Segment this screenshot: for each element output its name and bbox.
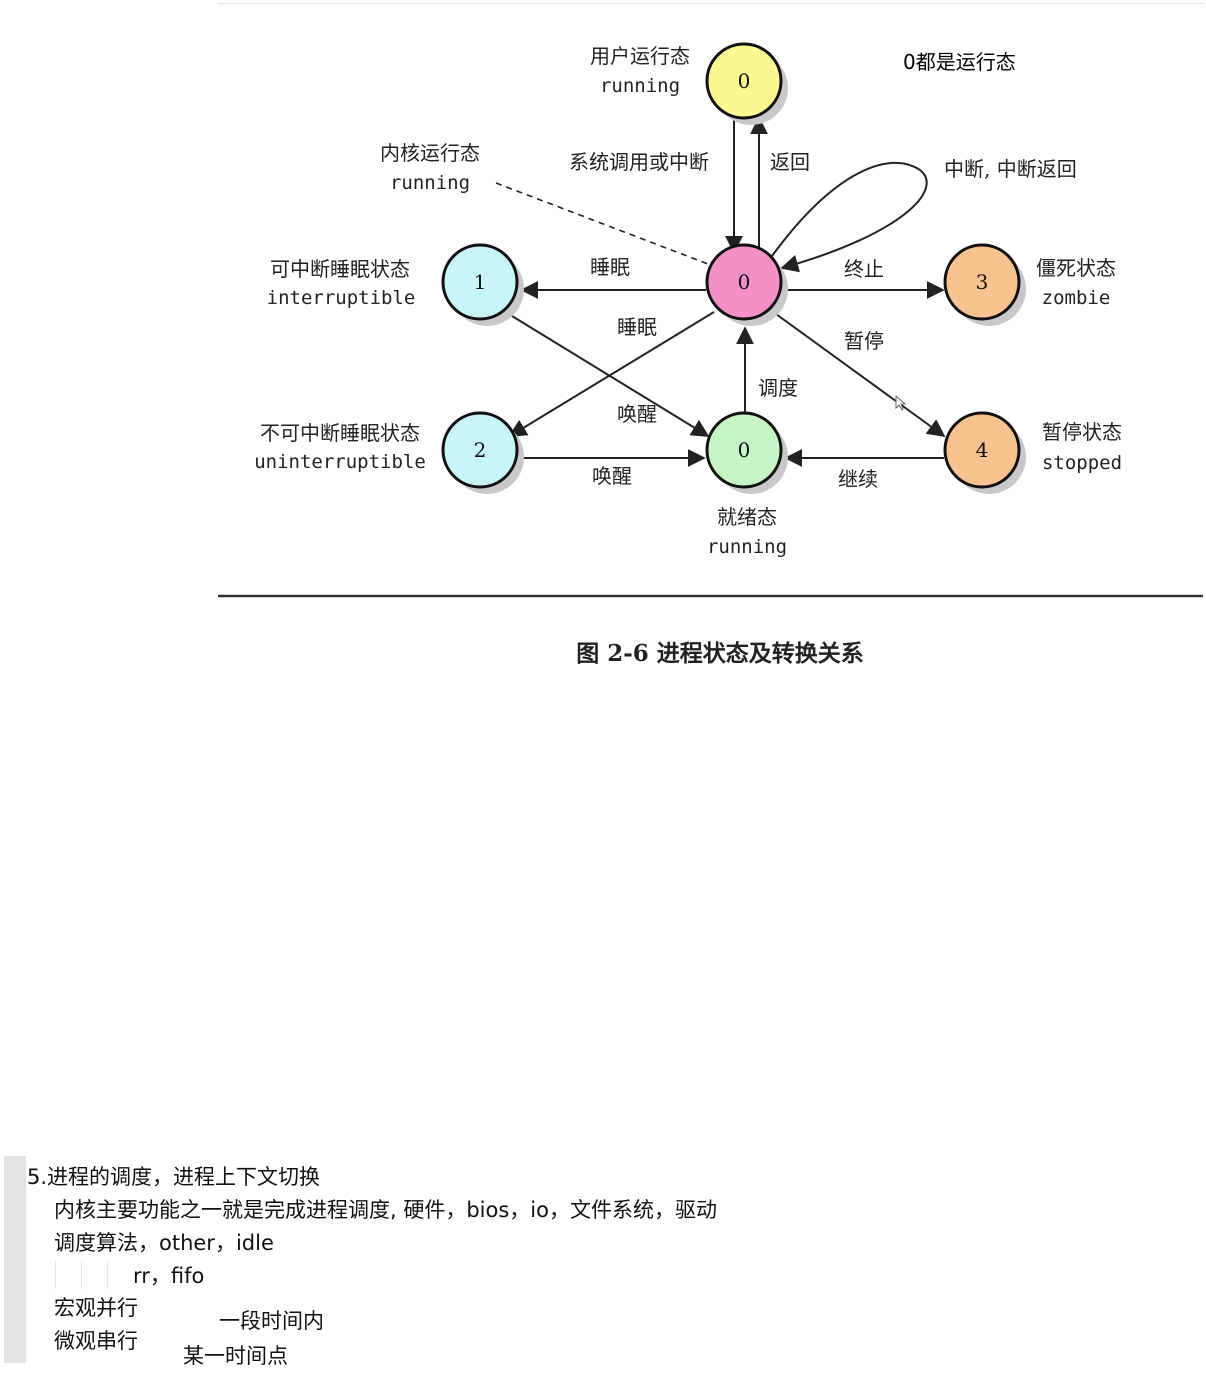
- node-interruptible: [441, 243, 519, 321]
- edge-label-continue: 继续: [838, 467, 878, 491]
- edge-label-terminate: 终止: [844, 257, 884, 281]
- label-stopped-cn: 暂停状态: [1042, 420, 1122, 444]
- indent-guide: [107, 1261, 130, 1289]
- label-user-cn: 用户运行态: [590, 44, 690, 68]
- edge-sleep-uninterruptible: [508, 311, 715, 437]
- notes-line-2: 调度算法，other，idle: [54, 1231, 274, 1255]
- node-user-value: 0: [738, 69, 751, 93]
- kernel-label-pointer: [495, 182, 709, 265]
- edge-label-sleep-1: 睡眠: [590, 255, 630, 279]
- edge-interrupt-loop: [771, 162, 928, 273]
- cursor-mark: [895, 394, 907, 411]
- edge-label-schedule: 调度: [758, 376, 798, 400]
- notes-line-1: 内核主要功能之一就是完成进程调度, 硬件，bios，io，文件系统，驱动: [54, 1198, 717, 1222]
- notes-line-3: rr，fifo: [133, 1264, 205, 1288]
- node-interruptible-value: 1: [474, 270, 487, 294]
- node-uninterruptible-value: 2: [474, 438, 487, 462]
- node-zombie: [943, 243, 1021, 321]
- edge-label-sleep-2: 睡眠: [617, 315, 657, 339]
- notes-gutter: [4, 1156, 26, 1363]
- process-state-diagram: 0 0 1 2 0 3 4 用户运行态 running 内核运行态 runnin…: [218, 42, 1203, 667]
- notes-section: [0, 1156, 1206, 1374]
- notes-aside-2: 某一时间点: [183, 1344, 288, 1368]
- node-kernel-running: [705, 243, 783, 321]
- node-stopped: [943, 411, 1021, 489]
- edge-label-syscall: 系统调用或中断: [569, 150, 709, 174]
- label-kernel-en: running: [390, 172, 470, 194]
- indent-guide: [81, 1261, 104, 1289]
- node-stopped-value: 4: [976, 438, 989, 462]
- label-kernel-cn: 内核运行态: [380, 141, 480, 165]
- label-stopped-en: stopped: [1042, 452, 1122, 474]
- label-interruptible-cn: 可中断睡眠状态: [270, 257, 410, 281]
- figure-caption: 图 2-6 进程状态及转换关系: [576, 640, 864, 667]
- node-uninterruptible: [441, 411, 519, 489]
- label-ready-cn: 就绪态: [717, 505, 777, 529]
- label-ready-en: running: [707, 536, 787, 558]
- node-ready-value: 0: [738, 438, 751, 462]
- edge-pause: [775, 313, 946, 438]
- notes-heading: 5.进程的调度，进程上下文切换: [27, 1165, 321, 1189]
- label-uninterruptible-cn: 不可中断睡眠状态: [260, 421, 420, 445]
- notes-line-5: 微观串行: [54, 1329, 138, 1353]
- indent-guide: [55, 1261, 78, 1289]
- edge-wake-interruptible: [511, 315, 710, 437]
- node-user-running: [705, 42, 783, 120]
- node-zombie-value: 3: [976, 270, 989, 294]
- top-divider: [218, 3, 1204, 4]
- label-zombie-en: zombie: [1042, 287, 1111, 309]
- label-uninterruptible-en: uninterruptible: [254, 451, 426, 473]
- node-ready: [705, 411, 783, 489]
- edge-label-interrupt-loop: 中断, 中断返回: [944, 157, 1077, 181]
- notes-aside-1: 一段时间内: [219, 1309, 324, 1333]
- edge-label-wake-1: 唤醒: [617, 402, 657, 426]
- notes-line-4: 宏观并行: [54, 1296, 138, 1320]
- label-zombie-cn: 僵死状态: [1036, 256, 1116, 280]
- edge-label-pause: 暂停: [844, 329, 884, 353]
- edge-label-wake-2: 唤醒: [592, 464, 632, 488]
- annotation-running-note: 0都是运行态: [903, 50, 1016, 74]
- edge-label-return: 返回: [770, 150, 810, 174]
- label-interruptible-en: interruptible: [267, 287, 416, 309]
- node-kernel-value: 0: [738, 270, 751, 294]
- label-user-en: running: [600, 75, 680, 97]
